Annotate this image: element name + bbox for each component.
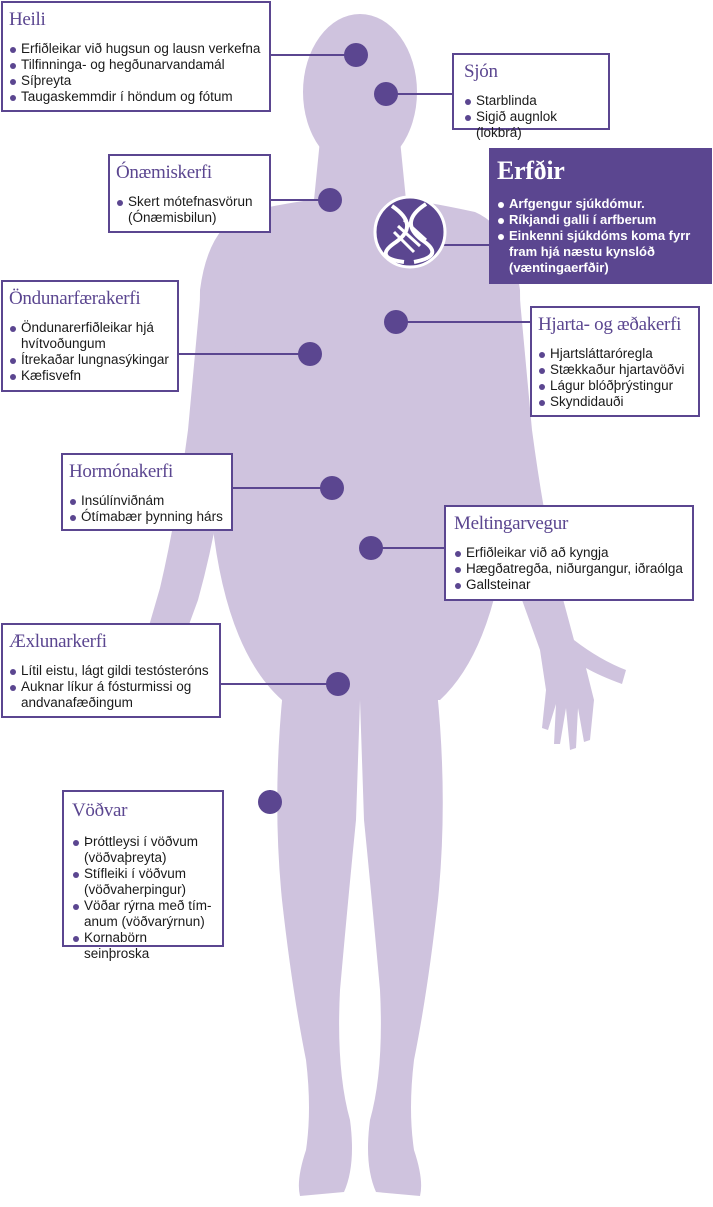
list-item: Starblinda (464, 93, 602, 109)
dot-sjon (374, 82, 398, 106)
box-ondunarfaerakerfi: Öndunarfærakerfi Öndunarerfiðleikar hjá … (1, 280, 179, 392)
box-title: Æxlunarkerfi (9, 631, 107, 652)
list-item: Lítil eistu, lágt gildi testósteróns (9, 663, 213, 679)
list-item: Vöðar rýrna með tím­anum (vöðvarýrnun) (72, 898, 216, 930)
box-hjarta: Hjarta- og æðakerfi Hjartsláttaróregla S… (530, 306, 700, 417)
list-item: Taugaskemmdir í höndum og fótum (9, 89, 263, 105)
list-item: Ítrekaðar lungnasýkingar (9, 352, 171, 368)
list-item: Öndunarerfiðleikar hjá hvítvoðungum (9, 320, 171, 352)
box-hormonakerfi: Hormónakerfi Insúlínviðnám Ótímabær þynn… (61, 453, 233, 531)
box-erfdir: Erfðir Arfgengur sjúkdómur. Ríkjandi gal… (489, 148, 712, 284)
dot-hormona (320, 476, 344, 500)
dot-heili (344, 43, 368, 67)
list-item: Erfiðleikar við hugsun og lausn verkefna (9, 41, 263, 57)
list-item: Kornabörn seinþroska (72, 930, 216, 962)
list-item: Síþreyta (9, 73, 263, 89)
dot-onaemiskerfi (318, 188, 342, 212)
list-item: Þróttleysi í vöðvum (vöðvaþreyta) (72, 834, 216, 866)
box-sjon: Sjón Starblinda Sigið augnlok (lokbrá) (452, 53, 610, 140)
list-item: Ótímabær þynning hárs (69, 509, 225, 525)
list-item: Einkenni sjúkdóms koma fyrr fram hjá næs… (497, 228, 704, 276)
right-arm-shape (472, 214, 626, 750)
dot-vodvar (258, 790, 282, 814)
box-title: Heili (9, 9, 46, 30)
dot-meltingar (359, 536, 383, 560)
box-title: Öndunarfærakerfi (9, 288, 141, 309)
list-item: Hægðatregða, niðurgangur, iðraólga (454, 561, 686, 577)
list-item: Stífleiki í vöðvum (vöðvaherpingur) (72, 866, 216, 898)
list-item: Erfiðleikar við að kyngja (454, 545, 686, 561)
dot-aexlunar (326, 672, 350, 696)
box-meltingarvegur: Meltingarvegur Erfiðleikar við að kyngja… (444, 505, 694, 601)
box-heili: Heili Erfiðleikar við hugsun og lausn ve… (1, 1, 271, 112)
box-vodvar: Vöðvar Þróttleysi í vöðvum (vöðvaþreyta)… (62, 790, 224, 961)
list-item: Auknar líkur á fósturmissi og andvanafæð… (9, 679, 213, 711)
left-leg-shape (277, 690, 360, 1196)
list-item: Lágur blóðþrýstingur (538, 378, 692, 394)
box-title: Hjarta- og æðakerfi (538, 314, 682, 335)
dna-icon (373, 195, 447, 269)
dot-hjarta (384, 310, 408, 334)
list-item: Skert mótefnasvörun (Ónæmisbilun) (116, 194, 263, 226)
torso-shape (198, 198, 522, 700)
list-item: Kæfisvefn (9, 368, 171, 384)
box-title: Erfðir (497, 156, 565, 185)
head-shape (303, 14, 417, 170)
box-onaemiskerfi: Ónæmiskerfi Skert mótefnasvörun (Ónæmisb… (108, 154, 271, 233)
list-item: Hjartsláttaróregla (538, 346, 692, 362)
box-title: Sjón (464, 61, 498, 82)
box-aexlunarkerfi: Æxlunarkerfi Lítil eistu, lágt gildi tes… (1, 623, 221, 718)
list-item: Insúlínviðnám (69, 493, 225, 509)
right-leg-shape (360, 690, 443, 1196)
list-item: Sigið augnlok (lokbrá) (464, 109, 602, 141)
dot-ondunar (298, 342, 322, 366)
box-title: Vöðvar (72, 800, 128, 821)
list-item: Arfgengur sjúkdómur. (497, 196, 704, 212)
box-title: Hormónakerfi (69, 461, 174, 482)
list-item: Ríkjandi galli í arfberum (497, 212, 704, 228)
list-item: Tilfinninga- og hegðunarvandamál (9, 57, 263, 73)
list-item: Gallsteinar (454, 577, 686, 593)
list-item: Stækkaður hjartavöðvi (538, 362, 692, 378)
box-title: Meltingarvegur (454, 513, 568, 534)
list-item: Skyndidauði (538, 394, 692, 410)
box-title: Ónæmiskerfi (116, 162, 212, 183)
